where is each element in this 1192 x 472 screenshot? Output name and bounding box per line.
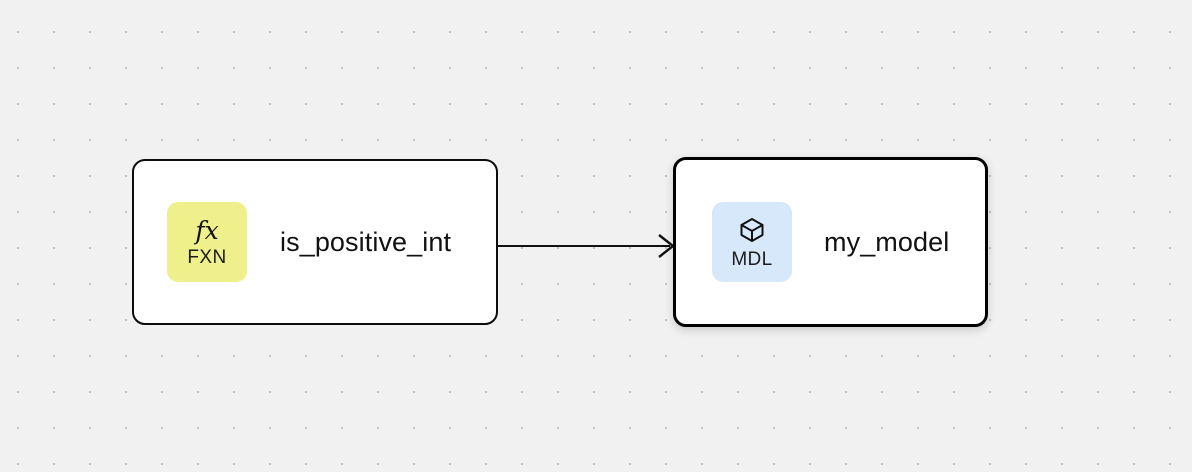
cube-box-icon: [740, 217, 764, 242]
node-title: is_positive_int: [280, 226, 452, 257]
edge-arrowhead-icon: [658, 234, 675, 258]
function-fx-icon: fx: [195, 215, 219, 245]
edge-fxn-to-mdl[interactable]: [497, 234, 675, 258]
node-badge-fxn: fx FXN: [167, 202, 247, 282]
node-badge-label: FXN: [187, 246, 227, 268]
node-is-positive-int[interactable]: fx FXN is_positive_int: [132, 159, 498, 325]
node-badge-label: MDL: [731, 248, 773, 270]
node-badge-mdl: MDL: [712, 202, 792, 282]
node-title: my_model: [824, 226, 950, 257]
node-my-model[interactable]: MDL my_model: [673, 157, 988, 327]
